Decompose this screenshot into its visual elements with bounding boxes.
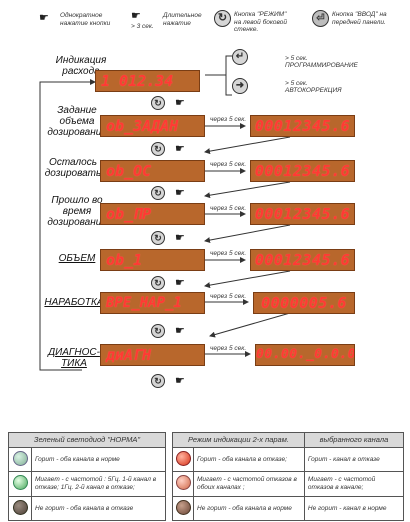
mode-row-left: Не горит - оба канала в норме [193, 495, 305, 521]
norma-row: Горит - оба канала в норме [31, 446, 166, 472]
pointing-hand-icon: ☛ [175, 375, 185, 387]
legend-enter-button: Кнопка "ВВОД" на передней панели. [332, 11, 387, 26]
mode-button-icon: ↻ [151, 96, 165, 110]
display-remaining-value: 00012345.6 [250, 160, 355, 182]
norma-row: Не горит - оба канала в отказе [31, 495, 166, 521]
led-green-blink-icon [12, 475, 28, 490]
pointing-hand-icon: ☛ [175, 277, 185, 289]
legend-long-press-time: > 3 сек. [131, 23, 154, 30]
display-diagnostics-value: 00.00._0.0.00 [255, 344, 355, 366]
pointing-hand-icon: ☛ [39, 12, 49, 24]
pointing-hand-long-icon: ☛ [131, 10, 141, 22]
label-runtime: НАРАБОТКА [44, 297, 104, 308]
delay-note: через 5 сек. [210, 205, 247, 212]
legend-long-press: Длительное нажатие [163, 12, 202, 27]
display-runtime-value: 0000005.6 [253, 292, 355, 314]
mode-button-icon: ↻ [214, 10, 231, 27]
mode-row-right: Мигает - с частотой отказов в канале; [303, 471, 405, 497]
mode-button-icon: ↻ [151, 186, 165, 200]
norma-led-table: Зеленый светодиод "НОРМА" Горит - оба ка… [8, 432, 166, 521]
pointing-hand-icon: ☛ [175, 232, 185, 244]
delay-note: через 5 сек. [210, 116, 247, 123]
led-green-on-icon [12, 450, 28, 466]
display-elapsed-value: 00012345.6 [250, 203, 355, 225]
mode-led-table: Режим индикации 2-х парам. выбранного ка… [172, 432, 405, 521]
pointing-hand-icon: ☛ [175, 325, 185, 337]
delay-note: через 5 сек. [210, 161, 247, 168]
delay-note: через 5 сек. [210, 345, 247, 352]
mode-row-left: Горит - оба канала в отказе; [193, 446, 305, 472]
label-volume: ОБЪЕМ [58, 253, 96, 264]
display-runtime: ВРЕ_НАР_1 [100, 292, 205, 314]
mode-header-right: выбранного канала [303, 432, 405, 448]
mode-button-icon: ↻ [151, 276, 165, 290]
mode-button-icon: ↻ [151, 231, 165, 245]
label-diagnostics: ДИАГНОС- ТИКА [48, 347, 100, 369]
enter-button-icon: ↵ [232, 49, 248, 65]
label-remaining: Осталось дозировать [44, 157, 102, 179]
display-diagnostics: диАГН [100, 344, 205, 366]
auto-label: АВТОКОРРЕКЦИЯ [285, 87, 342, 94]
mode-row-right: Горит - канал в отказе [303, 446, 405, 472]
led-red-blink-icon [175, 475, 191, 490]
legend-single-press: Однократное нажатие кнопки [60, 12, 111, 27]
norma-row: Мигает - с частотой : 5Гц. 1-й канал в о… [31, 471, 166, 497]
display-volume-setting: ob_ЗАДАН [100, 115, 205, 137]
pointing-hand-icon: ☛ [175, 97, 185, 109]
mode-button-icon: ↻ [151, 142, 165, 156]
prog-time: > 5 сек. [285, 55, 308, 62]
mode-row-right: Не горит - канал в норме [303, 495, 405, 521]
display-volume: ob_1 [100, 249, 205, 271]
mode-button-icon: ↻ [151, 324, 165, 338]
display-remaining: ob_ОС [100, 160, 205, 182]
display-volume-value: 00012345.6 [250, 249, 355, 271]
enter-button-icon: ➜ [232, 78, 248, 94]
prog-label: ПРОГРАММИРОВАНИЕ [285, 62, 358, 69]
display-flow: 1 012.34 [95, 70, 200, 92]
delay-note: через 5 сек. [210, 250, 247, 257]
label-flow-indication: Индикация расхода [55, 55, 107, 77]
pointing-hand-icon: ☛ [175, 143, 185, 155]
mode-button-icon: ↻ [151, 374, 165, 388]
label-volume-setting: Задание объема дозирования [47, 105, 107, 138]
legend-mode-button: Кнопка "РЕЖИМ" на левой боковой стенке. [234, 11, 287, 33]
enter-button-icon: ⏎ [312, 10, 329, 27]
mode-row-left: Мигает - с частотой отказов в обоих кана… [193, 471, 305, 497]
display-volume-setting-value: 00012345.6 [250, 115, 355, 137]
auto-time: > 5 сек. [285, 80, 308, 87]
label-elapsed: Прошло во время дозирования [47, 195, 107, 228]
led-off-icon [175, 499, 191, 515]
led-off-icon [12, 499, 28, 515]
mode-header-left: Режим индикации 2-х парам. [172, 432, 305, 448]
delay-note: через 5 сек. [210, 293, 247, 300]
led-red-on-icon [175, 450, 191, 466]
pointing-hand-icon: ☛ [175, 187, 185, 199]
display-elapsed: ob_ПР [100, 203, 205, 225]
norma-header: Зеленый светодиод "НОРМА" [8, 432, 166, 448]
